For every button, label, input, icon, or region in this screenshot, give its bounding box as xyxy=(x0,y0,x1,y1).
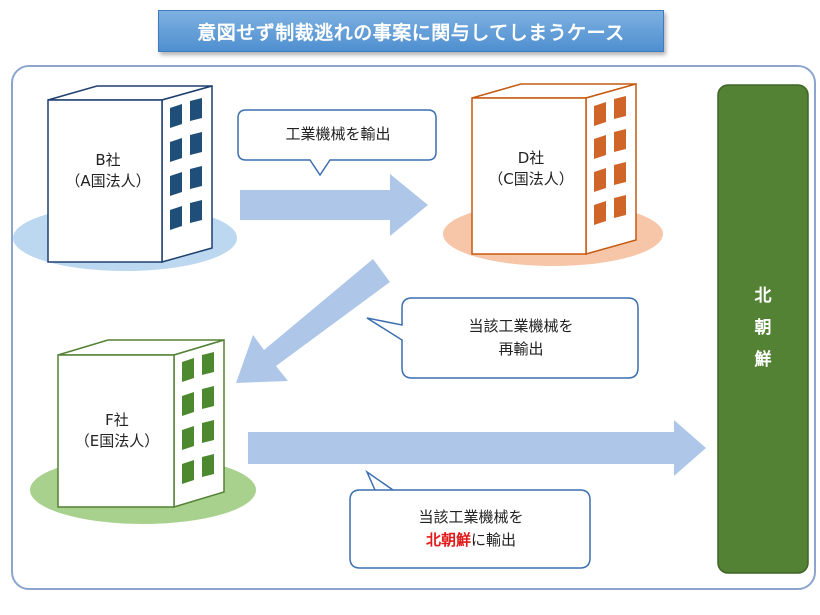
b-company-label: B社 （A国法人） xyxy=(55,150,161,192)
arrow-d-to-f xyxy=(236,259,390,383)
d-company-label: D社 （C国法人） xyxy=(477,148,585,190)
f-company-country: （E国法人） xyxy=(74,432,160,450)
callout-reexport xyxy=(366,297,639,379)
callout-export-to-north-korea xyxy=(349,469,591,569)
callout-nk-text: 当該工業機械を 北朝鮮に輸出 xyxy=(352,506,590,552)
north-korea-char-3: 鮮 xyxy=(754,350,772,370)
arrow-f-to-north-korea xyxy=(248,420,706,476)
north-korea-char-1: 北 xyxy=(754,286,772,306)
north-korea-bar xyxy=(717,84,809,574)
north-korea-label: 北 朝 鮮 xyxy=(718,280,808,376)
f-company-label: F社 （E国法人） xyxy=(62,410,172,452)
diagram-frame xyxy=(11,65,816,590)
callout-export xyxy=(237,109,437,177)
page-title: 意図せず制裁逃れの事案に関与してしまうケース xyxy=(158,10,664,52)
arrow-b-to-d xyxy=(240,174,428,236)
f-building-icon xyxy=(57,338,225,509)
d-building-icon xyxy=(471,83,637,255)
callout-export-text: 工業機械を輸出 xyxy=(285,125,391,143)
north-korea-char-2: 朝 xyxy=(754,318,772,338)
d-company-country: （C国法人） xyxy=(488,170,574,188)
callout-nk-suffix: に輸出 xyxy=(471,531,517,549)
callout-nk-line1: 当該工業機械を xyxy=(418,508,524,526)
callout-nk-line2: 北朝鮮に輸出 xyxy=(352,529,590,552)
north-korea-highlight: 北朝鮮 xyxy=(425,531,471,549)
callout-reexport-line1: 当該工業機械を xyxy=(468,317,574,335)
f-company-name: F社 xyxy=(105,411,129,429)
b-company-name: B社 xyxy=(95,151,121,169)
d-company-name: D社 xyxy=(517,149,545,167)
b-company-country: （A国法人） xyxy=(65,172,151,190)
callout-reexport-line2: 再輸出 xyxy=(498,340,544,358)
callout-reexport-text: 当該工業機械を 再輸出 xyxy=(404,315,638,361)
b-building-icon xyxy=(47,85,213,263)
